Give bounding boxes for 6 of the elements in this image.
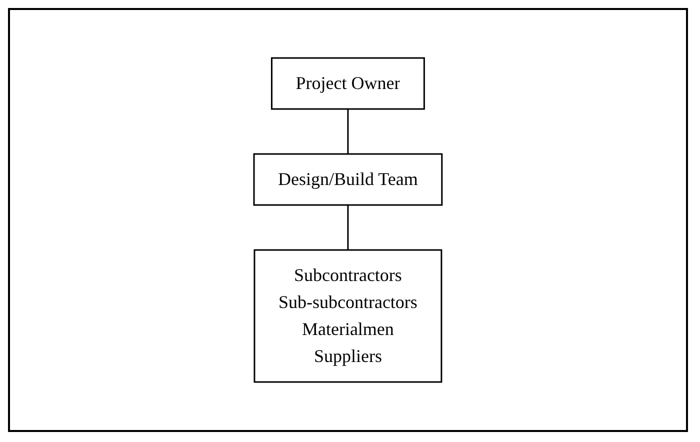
node-box [253, 153, 443, 206]
connector [347, 205, 349, 250]
node-box [254, 249, 442, 383]
diagram-frame: Project Owner Design/Build Team Subcontractors Sub-subcontractors Materialmen Suppliers [8, 8, 688, 432]
node-box [271, 57, 425, 110]
connector [347, 109, 349, 154]
